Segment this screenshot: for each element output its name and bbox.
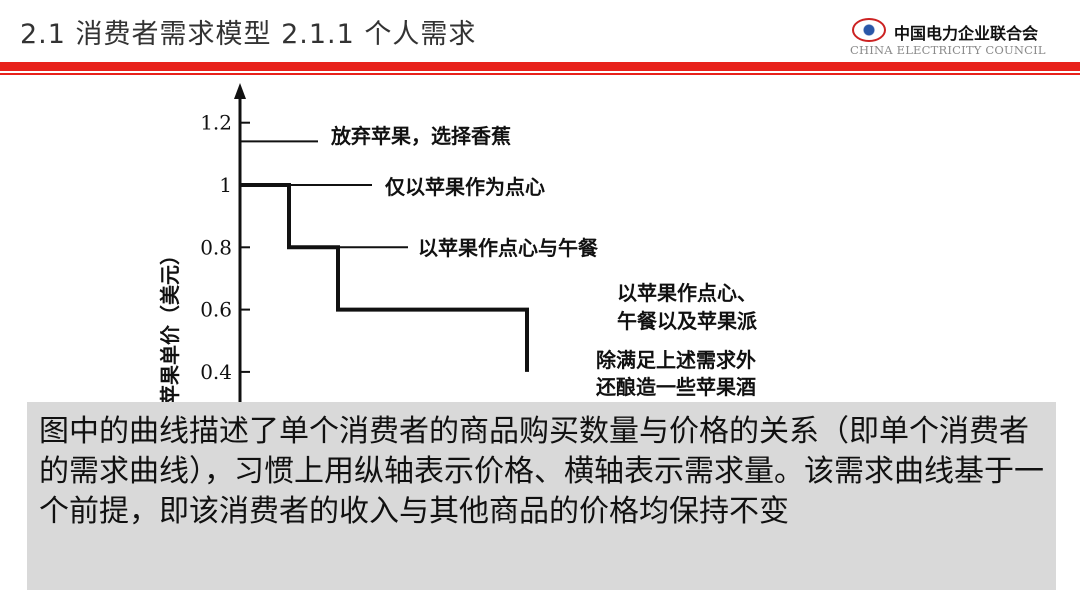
- explanation-caption: 图中的曲线描述了单个消费者的商品购买数量与价格的关系（即单个消费者的需求曲线），…: [27, 402, 1056, 590]
- annotation-label: 除满足上述需求外 还酿造一些苹果酒: [595, 348, 763, 399]
- slide-title: 2.1 消费者需求模型 2.1.1 个人需求: [20, 19, 477, 50]
- council-logo: 中国电力企业联合会 CHINA ELECTRICITY COUNCIL: [850, 14, 1078, 60]
- y-tick-label: 1: [219, 173, 232, 197]
- y-tick-label: 1.2: [200, 111, 232, 135]
- annotation-label-line: 以苹果作点心、: [617, 281, 757, 305]
- logo-chinese-name: 中国电力企业联合会: [894, 24, 1039, 43]
- demand-curve-step-line: [240, 183, 529, 372]
- y-tick-label: 0.6: [200, 298, 232, 322]
- demand-step-chart: 1.2 1 0.8 0.6 0.4 放弃苹果，选择香蕉 仅以苹果作为点心 以苹果作点心与…: [158, 83, 764, 415]
- y-axis: [234, 83, 246, 415]
- annotation-label: 以苹果作点心与午餐: [418, 236, 599, 260]
- annotation-label-line: 午餐以及苹果派: [617, 309, 758, 333]
- annotation-label: 以苹果作点心、 午餐以及苹果派: [617, 281, 764, 333]
- logo-english-name: CHINA ELECTRICITY COUNCIL: [850, 43, 1046, 57]
- y-axis-label: 苹果单价（美元）: [158, 245, 182, 405]
- annotation-label: 放弃苹果，选择香蕉: [330, 124, 511, 148]
- annotation-label-line: 还酿造一些苹果酒: [595, 375, 756, 399]
- annotation-label: 仅以苹果作为点心: [385, 175, 545, 199]
- header-red-bar: [0, 62, 1080, 71]
- annotation-label-line: 除满足上述需求外: [596, 348, 756, 372]
- slide-header: 2.1 消费者需求模型 2.1.1 个人需求 中国电力企业联合会 CHINA E…: [0, 0, 1080, 62]
- council-emblem-icon: [852, 18, 886, 42]
- y-tick-label: 0.4: [200, 360, 232, 384]
- y-tick-label: 0.8: [200, 235, 232, 259]
- header-red-line: [0, 73, 1080, 75]
